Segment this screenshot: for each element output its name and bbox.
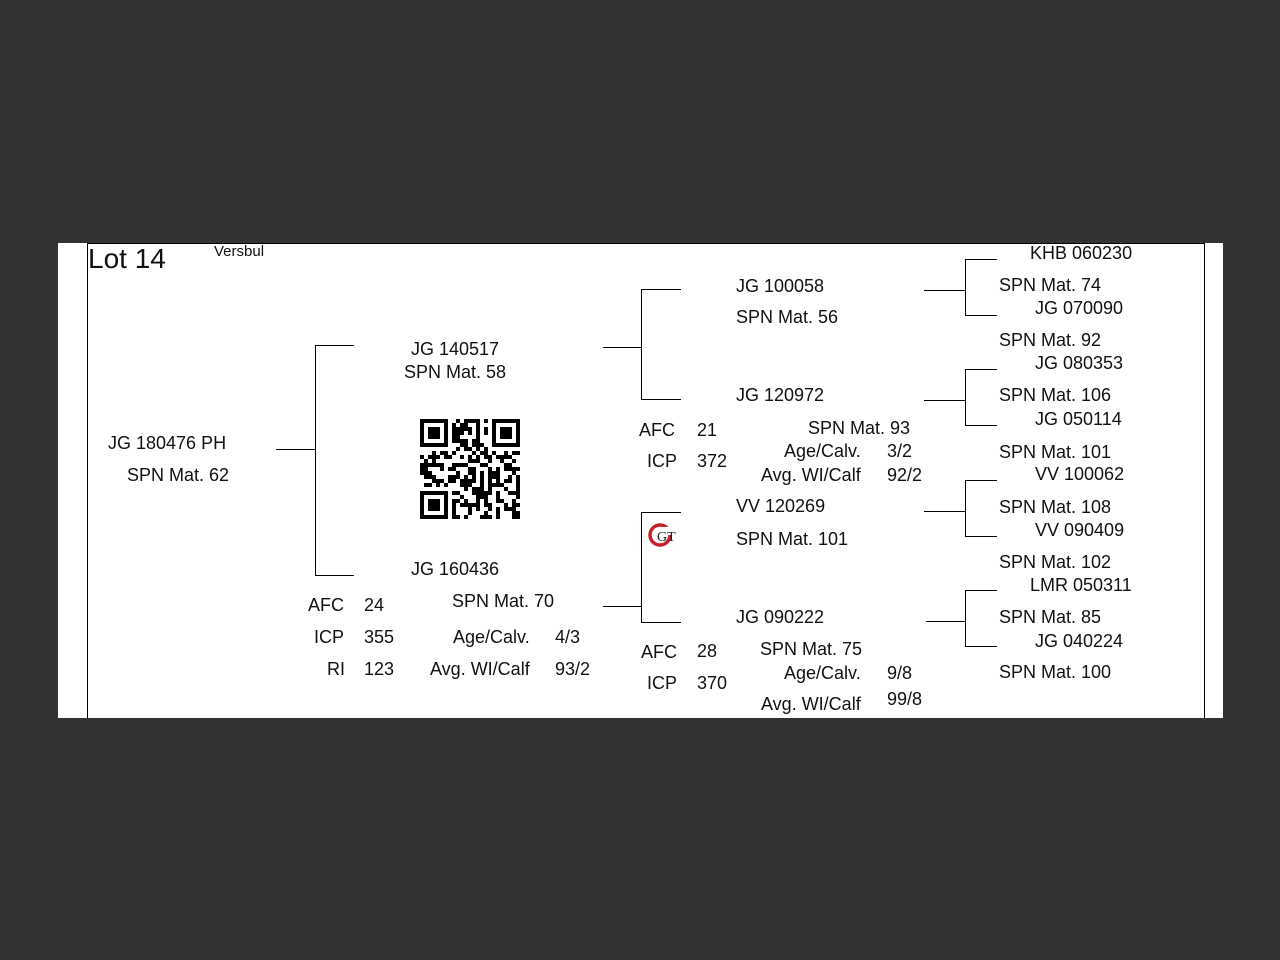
sd-wi-label: Avg. WI/Calf [761,465,861,485]
g3-connector-3 [924,511,965,512]
qr-code [420,419,520,519]
g3-line-4a [965,590,997,591]
dd-age: 9/8 [887,663,913,683]
sire-bracket [641,289,642,399]
subject-connector [276,449,315,450]
svg-text:GT: GT [657,530,676,545]
g3-bracket-3 [965,480,966,536]
dd-spn: SPN Mat. 75 [760,639,863,659]
dd-wi-label: Avg. WI/Calf [761,694,861,714]
g3-id-4: JG 050114 [1035,409,1122,429]
sd-icp-label: ICP [647,451,678,471]
g3-spn-7: SPN Mat. 85 [999,607,1102,627]
g3-spn-6: SPN Mat. 102 [999,552,1112,572]
g3-bracket-2 [965,369,966,425]
ss-id: JG 100058 [736,276,825,296]
dd-icp: 370 [697,673,728,693]
lot-number: Lot 14 [88,243,166,274]
g3-line-1a [965,259,997,260]
subject-bracket [315,345,316,576]
dd-wi: 99/8 [887,689,923,709]
ss-spn: SPN Mat. 56 [736,307,839,327]
sd-age-label: Age/Calv. [784,441,861,461]
dam-connector [315,575,354,576]
ss-connector [641,289,681,290]
sd-wi: 92/2 [887,465,923,485]
top-border [87,243,1205,244]
dd-icp-label: ICP [647,673,678,693]
g3-connector-4 [926,621,965,622]
subject-icp-label: ICP [314,627,345,647]
subject-id: JG 180476 PH [108,433,227,453]
g3-bracket-1 [965,259,966,315]
subject-wi: 93/2 [555,659,591,679]
g3-spn-8: SPN Mat. 100 [999,662,1112,682]
dd-afc-label: AFC [641,642,677,662]
g3-spn-5: SPN Mat. 108 [999,497,1112,517]
dd-connector [641,622,681,623]
g3-id-2: JG 070090 [1035,298,1124,318]
subject-ri-label: RI [327,659,345,679]
g3-bracket-4 [965,590,966,646]
subject-spn: SPN Mat. 62 [127,465,230,485]
sd-icp: 372 [697,451,728,471]
subject-afc: 24 [364,595,385,615]
sd-age: 3/2 [887,441,913,461]
sire-out-connector [603,347,642,348]
g3-id-5: VV 100062 [1035,464,1125,484]
g3-spn-1: SPN Mat. 74 [999,275,1102,295]
ds-connector [641,512,681,513]
subject-icp: 355 [364,627,395,647]
sd-afc: 21 [697,420,718,440]
breeder-logo: GT [648,523,676,547]
left-border [87,243,88,718]
dam-id: JG 160436 [411,559,500,579]
g3-line-2a [965,369,997,370]
sire-spn: SPN Mat. 58 [404,362,507,382]
g3-connector-1 [924,290,965,291]
pedigree-sheet: Lot 14 Versbul JG 180476 PH SPN Mat. 62 … [58,243,1223,718]
ds-id: VV 120269 [736,496,826,516]
g3-line-2b [965,425,997,426]
sire-connector [315,345,354,346]
g3-connector-2 [924,400,965,401]
subject-afc-label: AFC [308,595,344,615]
g3-line-4b [965,646,997,647]
g3-line-3b [965,536,997,537]
g3-spn-3: SPN Mat. 106 [999,385,1112,405]
subject-wi-label: Avg. WI/Calf [430,659,530,679]
sire-id: JG 140517 [411,339,500,359]
dd-afc: 28 [697,641,718,661]
g3-id-8: JG 040224 [1035,631,1124,651]
sd-afc-label: AFC [639,420,675,440]
dam-spn: SPN Mat. 70 [452,591,555,611]
sd-connector [641,399,681,400]
g3-line-3a [965,480,997,481]
dd-age-label: Age/Calv. [784,663,861,683]
g3-id-6: VV 090409 [1035,520,1125,540]
ds-spn: SPN Mat. 101 [736,529,849,549]
subject-ri: 123 [364,659,395,679]
g3-spn-4: SPN Mat. 101 [999,442,1112,462]
right-border [1204,243,1205,718]
dam-bracket [641,512,642,622]
sd-id: JG 120972 [736,385,825,405]
g3-spn-2: SPN Mat. 92 [999,330,1102,350]
g3-id-1: KHB 060230 [1030,243,1133,263]
sd-spn: SPN Mat. 93 [808,418,911,438]
g3-id-3: JG 080353 [1035,353,1124,373]
subject-age: 4/3 [555,627,581,647]
dam-out-connector [603,606,642,607]
g3-id-7: LMR 050311 [1030,575,1132,595]
dd-id: JG 090222 [736,607,825,627]
subject-age-label: Age/Calv. [453,627,530,647]
g3-line-1b [965,315,997,316]
animal-type: Versbul [214,243,265,260]
